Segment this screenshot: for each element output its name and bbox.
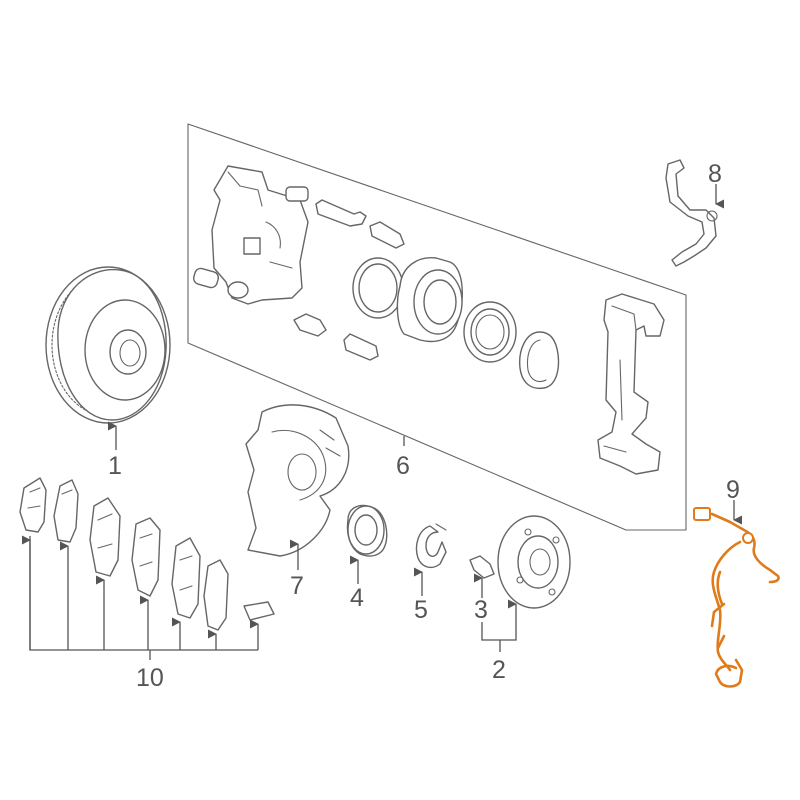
- wheel-hub: [497, 515, 571, 609]
- callout-2: 2: [492, 656, 506, 684]
- callout-8: 8: [708, 160, 722, 188]
- callout-5: 5: [414, 596, 428, 624]
- caliper-bracket: [597, 293, 665, 475]
- wheel-stud: [469, 555, 495, 579]
- wheel-bearing: [346, 504, 388, 557]
- callout-4: 4: [350, 584, 364, 612]
- piston-seals: [352, 257, 560, 390]
- brake-hose: [665, 159, 718, 267]
- callout-1: 1: [108, 452, 122, 480]
- brake-rotor: [45, 266, 171, 424]
- abs-sensor: [693, 507, 780, 688]
- callout-9: 9: [726, 476, 740, 504]
- callout-labels: 1 2 3 4 5 6 7 8 9 10: [108, 160, 740, 692]
- callout-6: 6: [396, 452, 410, 480]
- leader-lines: [21, 184, 743, 660]
- callout-7: 7: [290, 572, 304, 600]
- dust-shield: [245, 404, 350, 557]
- callout-10: 10: [136, 664, 164, 692]
- snap-ring: [415, 523, 447, 569]
- brake-pads: [19, 477, 275, 631]
- caliper-kit-panel: [187, 123, 687, 531]
- caliper-pins: [192, 186, 405, 361]
- callout-3: 3: [474, 596, 488, 624]
- caliper-body: [211, 165, 309, 305]
